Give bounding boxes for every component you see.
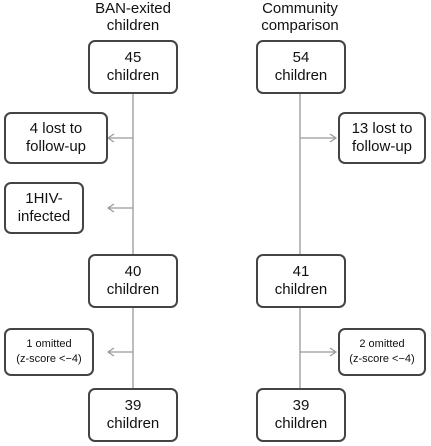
left-lost-line-1: 4 lost to (29, 120, 83, 137)
left-omitted-line-1: 1 omitted (26, 338, 72, 350)
arrowhead-left-omitted (106, 347, 115, 357)
right-end-label: children (274, 415, 328, 432)
right-omitted-line-1: 2 omitted (359, 338, 405, 350)
left-lost-line-2: follow-up (25, 138, 87, 155)
right-start-count: 54 (292, 49, 310, 66)
left-header-line-1: BAN-exited (95, 0, 171, 17)
arrowhead-left-hiv (106, 203, 115, 213)
right-start-label: children (274, 67, 328, 84)
right-column-header: Community comparison (240, 0, 360, 34)
right-end-count: 39 (292, 397, 310, 414)
right-omitted-line-2: (z-score <−4) (349, 353, 415, 365)
arrowhead-right-omitted (329, 347, 338, 357)
arrowhead-left-lost (106, 133, 115, 143)
right-lost-box: 13 lost to follow-up (338, 112, 426, 164)
left-hiv-line-1: 1HIV- (25, 190, 63, 207)
left-omitted-line-2: (z-score <−4) (16, 353, 82, 365)
left-hiv-box: 1HIV- infected (4, 182, 84, 234)
right-lost-line-1: 13 lost to (351, 120, 413, 137)
left-end-count: 39 (124, 397, 142, 414)
right-omitted-box: 2 omitted (z-score <−4) (338, 328, 426, 376)
right-mid-box: 41 children (256, 254, 346, 308)
left-mid-count: 40 (124, 263, 142, 280)
left-mid-label: children (106, 281, 160, 298)
left-start-box: 45 children (88, 40, 178, 94)
left-header-line-2: children (106, 17, 160, 34)
right-mid-label: children (274, 281, 328, 298)
left-start-count: 45 (124, 49, 142, 66)
left-start-label: children (106, 67, 160, 84)
left-end-label: children (106, 415, 160, 432)
left-omitted-box: 1 omitted (z-score <−4) (4, 328, 94, 376)
left-mid-box: 40 children (88, 254, 178, 308)
left-column-header: BAN-exited children (73, 0, 193, 34)
right-header-line-1: Community (262, 0, 338, 17)
right-mid-count: 41 (292, 263, 310, 280)
right-end-box: 39 children (256, 388, 346, 442)
right-start-box: 54 children (256, 40, 346, 94)
right-header-line-2: comparison (261, 17, 339, 34)
arrowhead-right-lost (329, 133, 338, 143)
left-hiv-line-2: infected (17, 208, 71, 225)
right-lost-line-2: follow-up (351, 138, 413, 155)
left-lost-box: 4 lost to follow-up (4, 112, 108, 164)
left-end-box: 39 children (88, 388, 178, 442)
